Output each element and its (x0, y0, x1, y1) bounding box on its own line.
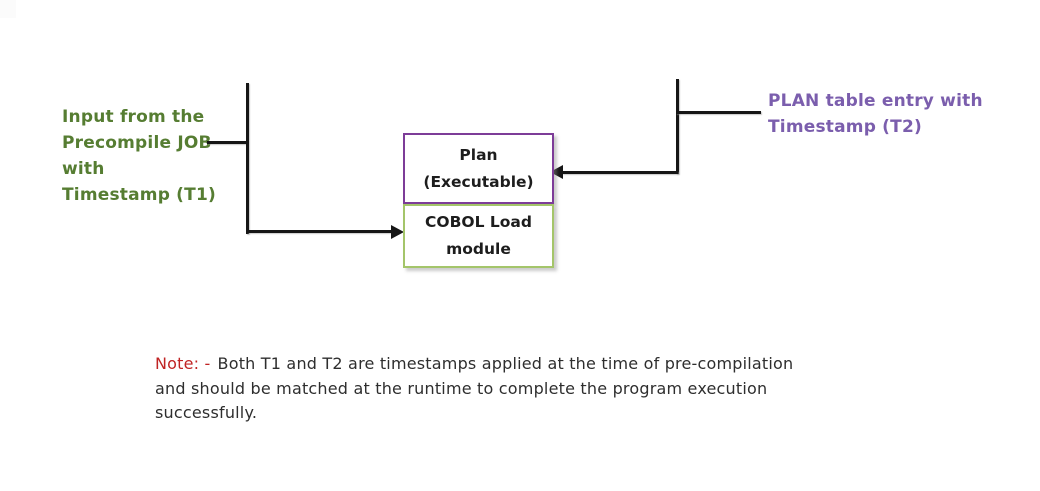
note-text: Note: - Both T1 and T2 are timestamps app… (155, 352, 820, 426)
arrow-to-plan-shaft (562, 171, 678, 174)
left-annotation-line: with (62, 159, 105, 179)
plan-executable-box: Plan (Executable) (403, 133, 554, 204)
left-label-connector-line (207, 141, 247, 144)
note-line-3: successfully. (155, 403, 258, 422)
right-label-connector-line (676, 111, 761, 114)
note-line-2: and should be matched at the runtime to … (155, 378, 768, 398)
note-line-1-text: Both T1 and T2 are timestamps applied at… (217, 354, 794, 373)
arrow-right-icon (391, 225, 404, 239)
cobol-box-line: COBOL Load (425, 213, 532, 231)
cobol-load-module-box: COBOL Load module (403, 204, 554, 268)
note-line-1: Note: - Both T1 and T2 are timestamps app… (155, 352, 820, 377)
left-annotation: Input from the Precompile JOB with Times… (62, 104, 216, 208)
left-annotation-line: Precompile JOB (62, 133, 212, 153)
right-annotation: PLAN table entry with Timestamp (T2) (768, 88, 983, 140)
arrow-to-cobol-shaft (247, 230, 392, 233)
right-annotation-line: PLAN table entry with (768, 91, 983, 111)
plan-box-line: (Executable) (423, 172, 534, 191)
cobol-box-line: module (446, 240, 511, 258)
left-annotation-line: Input from the (62, 107, 205, 127)
left-annotation-line: Timestamp (T1) (62, 185, 216, 205)
left-vertical-line (246, 83, 249, 234)
right-vertical-line (676, 79, 679, 174)
note-label: Note: - (155, 354, 211, 373)
plan-box-line: Plan (459, 145, 498, 164)
right-annotation-line: Timestamp (T2) (768, 117, 922, 137)
corner-artifact (0, 0, 16, 18)
